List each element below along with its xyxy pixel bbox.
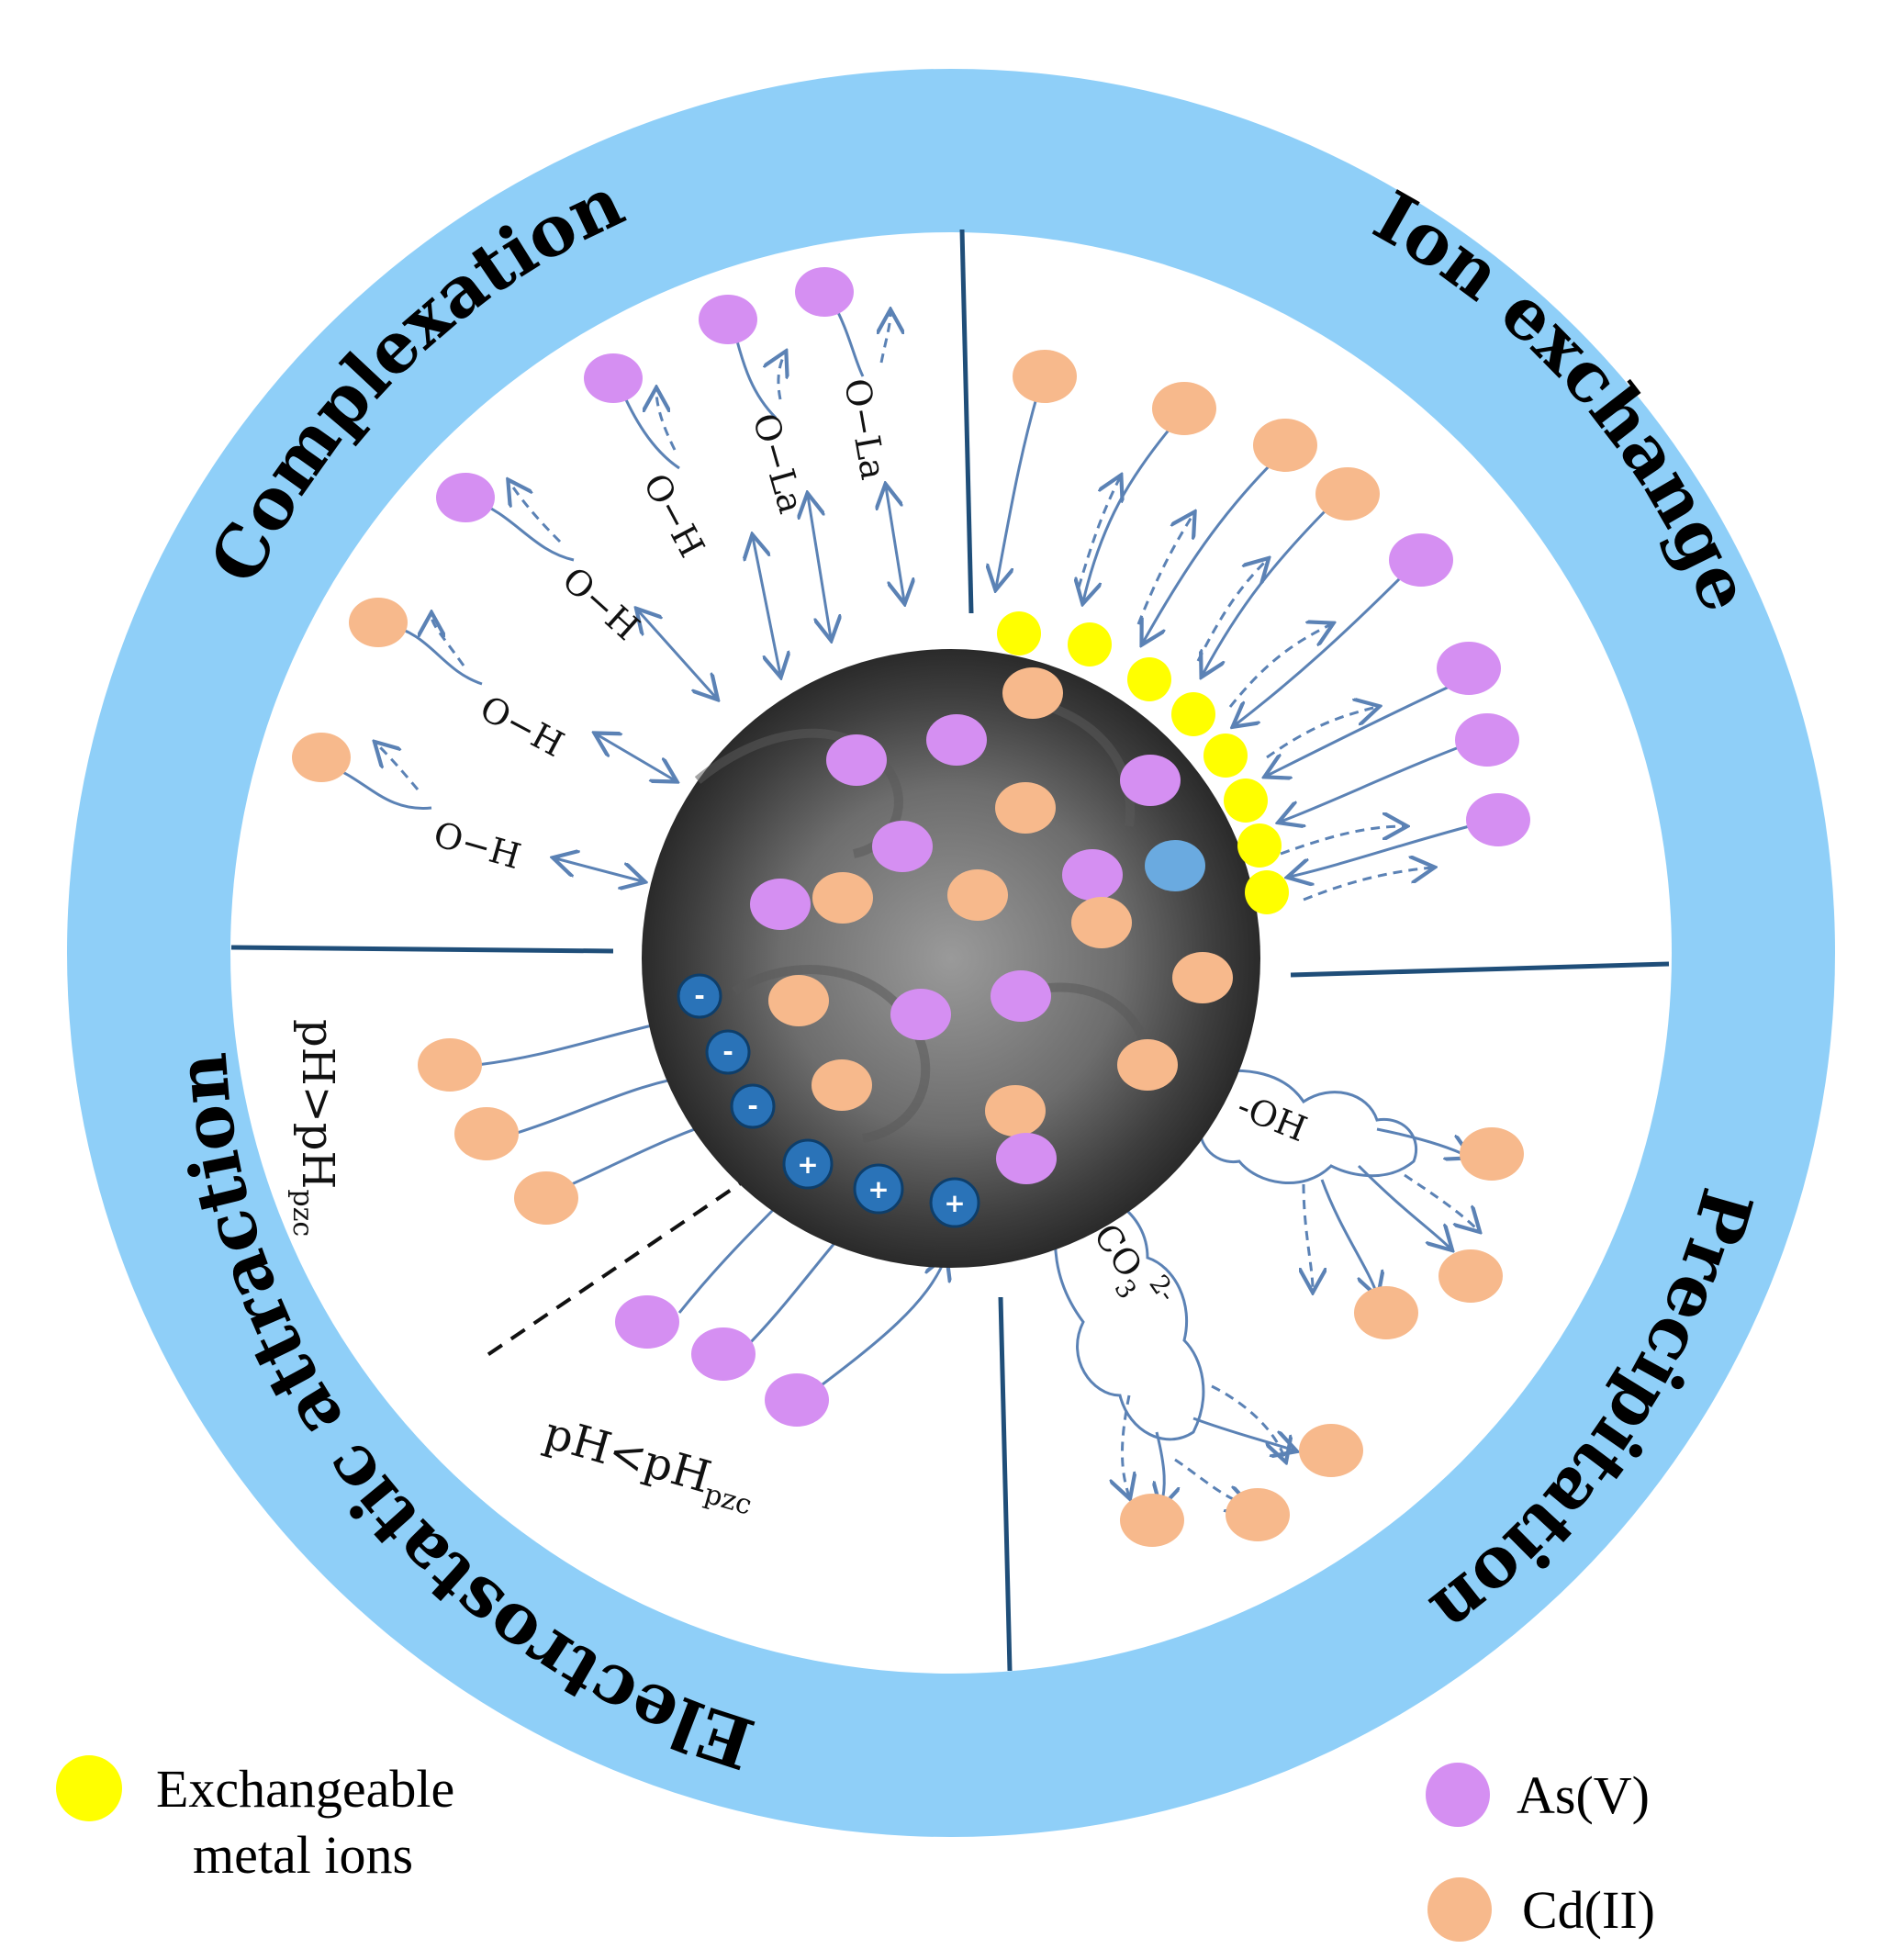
- as-ion: [1455, 713, 1519, 767]
- exchangeable-ion: [1068, 622, 1112, 666]
- cd-ion: [1299, 1424, 1363, 1477]
- cd-ion: [1071, 897, 1132, 948]
- cd-ion: [292, 733, 351, 782]
- core-ions: [750, 667, 1233, 1184]
- precipitation-ions: [1120, 1127, 1524, 1547]
- exchangeable-ion: [997, 611, 1041, 655]
- quadrant-dividers: [230, 229, 1670, 1672]
- cd-ion: [1172, 952, 1233, 1003]
- as-ion: [872, 821, 933, 872]
- as-ion: [436, 473, 495, 522]
- svg-text:+: +: [797, 1149, 818, 1180]
- as-ion: [699, 295, 757, 344]
- as-ion: [615, 1295, 679, 1349]
- cd-ion: [768, 975, 829, 1026]
- positive-charge: +: [853, 1163, 904, 1215]
- legend-label-exchangeable-line1: Exchangeable: [156, 1759, 454, 1819]
- legend-label-as: As(V): [1517, 1765, 1650, 1825]
- negative-charge: -: [730, 1083, 776, 1129]
- legend-swatch-exchangeable: [56, 1755, 122, 1821]
- exchangeable-ion: [1171, 692, 1215, 736]
- blue-ion: [1145, 840, 1205, 891]
- as-ion: [1062, 849, 1123, 901]
- cd-ion: [1002, 667, 1063, 719]
- cd-ion: [418, 1038, 482, 1092]
- as-ion: [826, 734, 887, 786]
- complexation-ions: [292, 267, 854, 782]
- surface-charges: - - - + + +: [677, 973, 980, 1228]
- cd-ion: [1460, 1127, 1524, 1181]
- as-ion: [1466, 793, 1530, 846]
- cd-ion: [349, 598, 408, 647]
- cd-ion: [985, 1085, 1046, 1137]
- exchangeable-ion: [1224, 778, 1268, 823]
- as-ion: [750, 879, 811, 930]
- cd-ion: [1354, 1286, 1418, 1339]
- positive-charge: +: [782, 1138, 834, 1190]
- cd-ion: [947, 869, 1008, 921]
- cd-ion: [1315, 467, 1380, 521]
- positive-charge: +: [929, 1177, 980, 1228]
- as-ion: [691, 1327, 756, 1381]
- exchangeable-ions: [997, 611, 1289, 914]
- legend-cd: Cd(II): [1427, 1877, 1655, 1942]
- svg-text:+: +: [944, 1188, 965, 1218]
- exchangeable-ion: [1245, 870, 1289, 914]
- legend-exchangeable: Exchangeable metal ions: [56, 1755, 454, 1885]
- cd-ion: [1152, 382, 1216, 435]
- as-ion: [1437, 642, 1501, 695]
- exchangeable-ion: [1203, 734, 1248, 778]
- ion-exchange-ions: [1013, 350, 1530, 846]
- cd-ion: [514, 1171, 578, 1225]
- ion-exchange-arrows: [996, 394, 1488, 902]
- as-ion: [765, 1373, 829, 1427]
- ph-greater-label: pH>pHpzc: [286, 1019, 343, 1237]
- as-ion: [1389, 533, 1453, 587]
- cd-ion: [454, 1107, 519, 1160]
- negative-charge: -: [705, 1029, 751, 1075]
- exchangeable-ion: [1127, 657, 1171, 701]
- legend-swatch-as: [1426, 1763, 1490, 1827]
- legend-label-exchangeable-line2: metal ions: [193, 1825, 413, 1885]
- negative-charge: -: [677, 973, 722, 1019]
- as-ion: [926, 714, 987, 766]
- adsorbent-core: [642, 649, 1260, 1268]
- legend-as: As(V): [1426, 1763, 1650, 1827]
- cd-ion: [812, 1059, 872, 1111]
- as-ion: [996, 1133, 1057, 1184]
- electrostatic-ions: [418, 1038, 829, 1427]
- svg-text:-: -: [747, 1091, 758, 1121]
- cd-ion: [1013, 350, 1077, 403]
- cd-ion: [812, 872, 873, 924]
- svg-text:-: -: [694, 980, 705, 1011]
- legend-label-cd: Cd(II): [1522, 1880, 1655, 1940]
- cd-ion: [995, 782, 1056, 834]
- cd-ion: [1120, 1494, 1184, 1547]
- as-ion: [795, 267, 854, 317]
- svg-text:+: +: [868, 1174, 889, 1204]
- as-ion: [1120, 755, 1181, 806]
- legend-swatch-cd: [1427, 1877, 1492, 1942]
- as-ion: [991, 970, 1051, 1022]
- cd-ion: [1253, 419, 1317, 472]
- as-ion: [584, 353, 643, 403]
- exchangeable-ion: [1237, 823, 1282, 868]
- cd-ion: [1226, 1488, 1290, 1541]
- as-ion: [890, 989, 951, 1040]
- cd-ion: [1117, 1039, 1178, 1091]
- cd-ion: [1438, 1249, 1503, 1303]
- svg-text:-: -: [722, 1036, 733, 1067]
